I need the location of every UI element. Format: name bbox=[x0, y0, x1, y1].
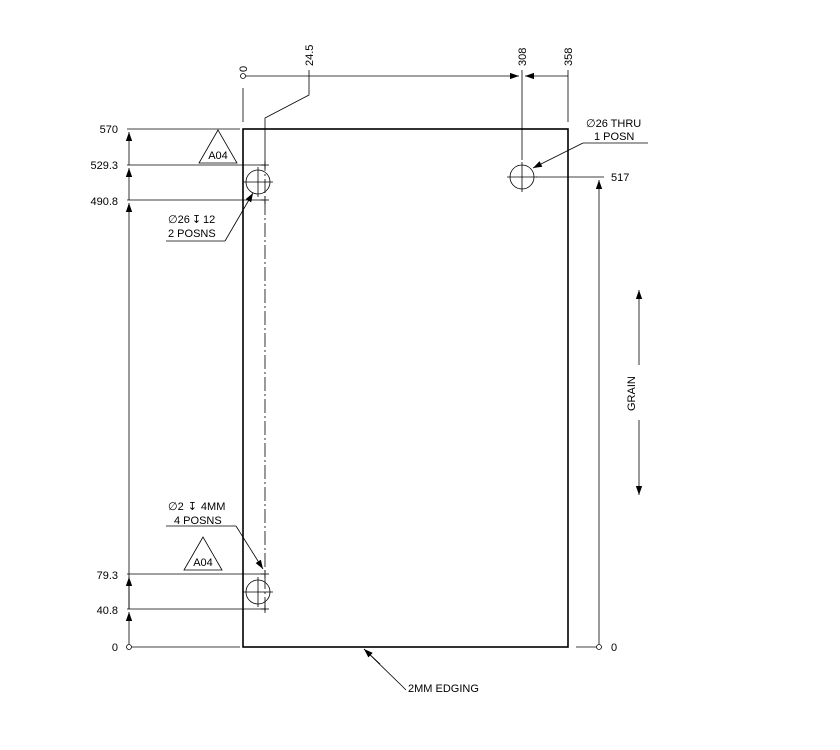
grain-arrow: GRAIN bbox=[626, 290, 643, 495]
tag-a04-upper: A04 bbox=[198, 129, 238, 164]
callout-tl-line1: ∅26↧12 bbox=[168, 214, 215, 226]
dim-left-0: 0 bbox=[112, 642, 118, 654]
svg-text:A04: A04 bbox=[193, 557, 213, 569]
callout-small-holes: ∅2↧4MM 4 POSNS bbox=[166, 501, 264, 570]
hole-bottom-left bbox=[243, 577, 273, 607]
dim-left-40-8: 40.8 bbox=[97, 605, 118, 617]
dim-left-570: 570 bbox=[100, 124, 118, 136]
dim-top-24-5: 24.5 bbox=[304, 45, 316, 66]
left-dimensions: 570 529.3 490.8 79.3 40.8 0 bbox=[90, 124, 265, 654]
dim-left-490-8: 490.8 bbox=[90, 196, 118, 208]
callout-top-left-hole: ∅26↧12 2 POSNS bbox=[166, 192, 254, 242]
small-hole-marks bbox=[261, 161, 269, 613]
dim-top-308: 308 bbox=[517, 48, 529, 66]
dim-top-0: 0 bbox=[238, 66, 250, 72]
callout-top-right-hole: ∅26 THRU 1 POSN bbox=[532, 118, 648, 169]
dim-top-358: 358 bbox=[563, 48, 575, 66]
callout-sh-line2: 4 POSNS bbox=[174, 515, 222, 527]
callout-tr-line2: 1 POSN bbox=[594, 131, 634, 143]
dim-left-79-3: 79.3 bbox=[97, 570, 118, 582]
callout-tl-line2: 2 POSNS bbox=[168, 228, 216, 240]
dim-right-517: 517 bbox=[611, 172, 629, 184]
callout-sh-line1: ∅2↧4MM bbox=[168, 501, 225, 513]
edging-label: 2MM EDGING bbox=[408, 683, 479, 695]
hole-top-left bbox=[243, 167, 273, 197]
dim-left-529-3: 529.3 bbox=[90, 160, 118, 172]
tag-a04-lower: A04 bbox=[183, 536, 223, 571]
right-dimensions: 517 0 bbox=[536, 172, 629, 654]
callout-edging: 2MM EDGING bbox=[363, 648, 479, 695]
panel-outline bbox=[242, 128, 569, 648]
grain-label: GRAIN bbox=[626, 376, 638, 411]
svg-text:A04: A04 bbox=[208, 150, 228, 162]
callout-tr-line1: ∅26 THRU bbox=[586, 118, 641, 130]
hole-top-right bbox=[507, 162, 537, 192]
dim-right-0: 0 bbox=[611, 642, 617, 654]
top-dimensions: 0 24.5 308 358 bbox=[238, 45, 575, 160]
